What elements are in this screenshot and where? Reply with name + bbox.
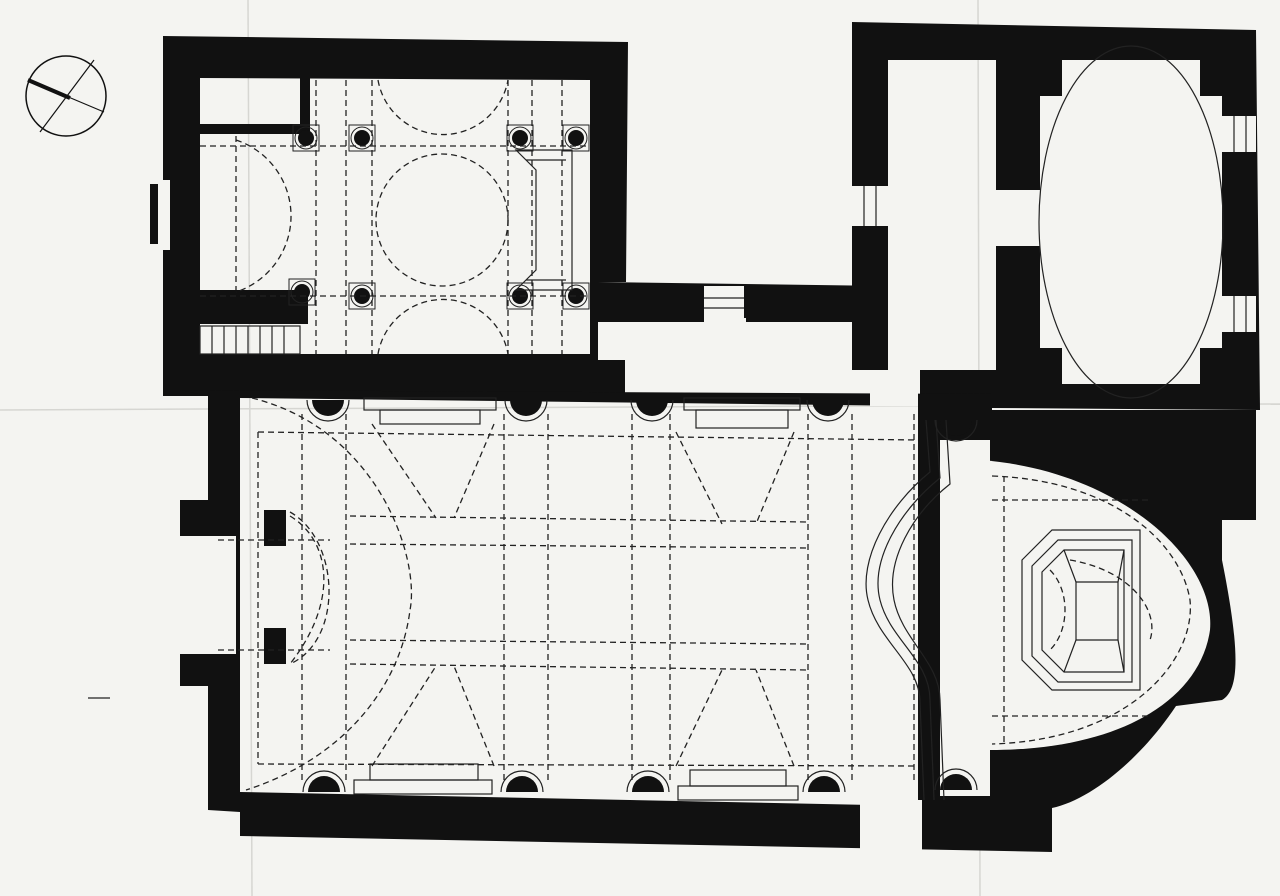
wall-pilaster [504,399,548,422]
wall-pilaster [806,399,850,422]
nave-window-niches [353,397,801,801]
wall-pilaster [802,770,846,793]
nave-walls [176,370,1256,852]
nave-vault-lines [218,397,919,791]
pillar [562,124,590,152]
wall-pilaster [302,770,346,793]
wall-pilaster [934,768,978,791]
side-room-vault [1038,45,1224,399]
pillar [506,124,534,152]
pillar [348,124,376,152]
wall-pilaster [630,399,674,422]
wall-pilaster [626,770,670,793]
nave-pillars [302,399,978,793]
side-room-walls [852,22,1260,410]
chapel-walls [150,36,628,396]
corridor-walls [598,282,888,322]
north-arrow-icon [25,55,107,137]
pillar [292,124,320,152]
chapel-pillars [288,124,590,310]
chapel-vault-lines [199,79,590,355]
chancel-screen [865,419,951,801]
wall-pilaster [500,770,544,793]
apse-details [991,475,1191,745]
wall-pilaster [306,399,350,422]
